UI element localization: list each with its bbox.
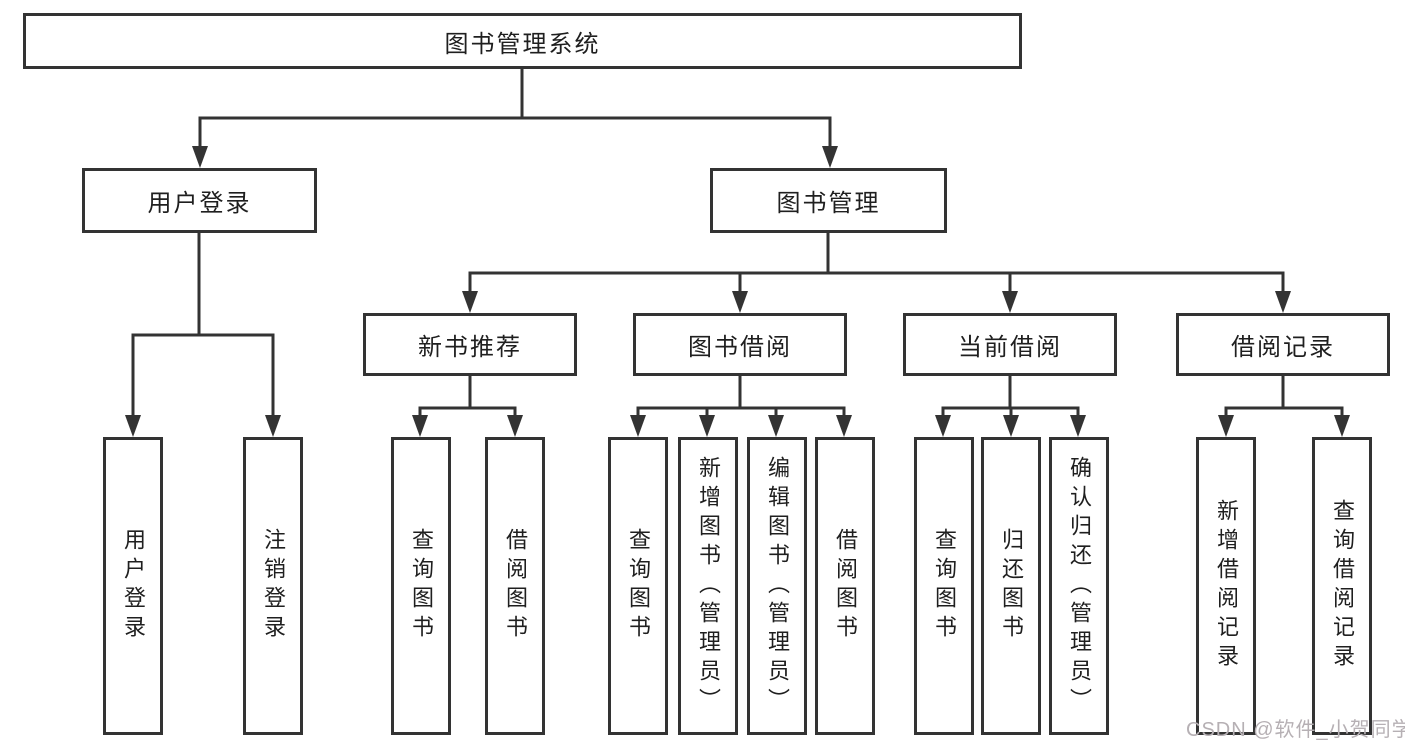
node-current-borrow: 当前借阅 (903, 313, 1117, 376)
node-root-system: 图书管理系统 (23, 13, 1022, 69)
leaf-edit-book-admin: 编辑图书（管理员） (747, 437, 807, 735)
leaf-query-books-borrow: 查询图书 (608, 437, 668, 735)
connector-root-to-branches (192, 69, 838, 168)
csdn-watermark: CSDN @软件_小贺同学 (1186, 719, 1405, 741)
leaf-user-login: 用户登录 (103, 437, 163, 735)
leaf-logout: 注销登录 (243, 437, 303, 735)
leaf-borrow-books-recommend: 借阅图书 (485, 437, 545, 735)
leaf-return-book: 归还图书 (981, 437, 1041, 735)
node-book-borrow: 图书借阅 (633, 313, 847, 376)
connector-user-login-to-leaves (125, 233, 281, 437)
leaf-add-book-admin: 新增图书（管理员） (678, 437, 738, 735)
node-borrow-records: 借阅记录 (1176, 313, 1390, 376)
connector-new-book-to-leaves (412, 376, 523, 437)
node-book-management: 图书管理 (710, 168, 947, 233)
node-user-login: 用户登录 (82, 168, 317, 233)
connector-borrow-records-to-leaves (1218, 376, 1350, 437)
connector-book-borrow-to-leaves (630, 376, 852, 437)
connector-current-borrow-to-leaves (935, 376, 1086, 437)
leaf-query-books-recommend: 查询图书 (391, 437, 451, 735)
leaf-query-borrow-record: 查询借阅记录 (1312, 437, 1372, 735)
connector-book-management-to-modules (462, 233, 1291, 313)
node-new-book-recommend: 新书推荐 (363, 313, 577, 376)
leaf-query-books-current: 查询图书 (914, 437, 974, 735)
leaf-add-borrow-record: 新增借阅记录 (1196, 437, 1256, 735)
leaf-borrow-books: 借阅图书 (815, 437, 875, 735)
leaf-confirm-return-admin: 确认归还（管理员） (1049, 437, 1109, 735)
